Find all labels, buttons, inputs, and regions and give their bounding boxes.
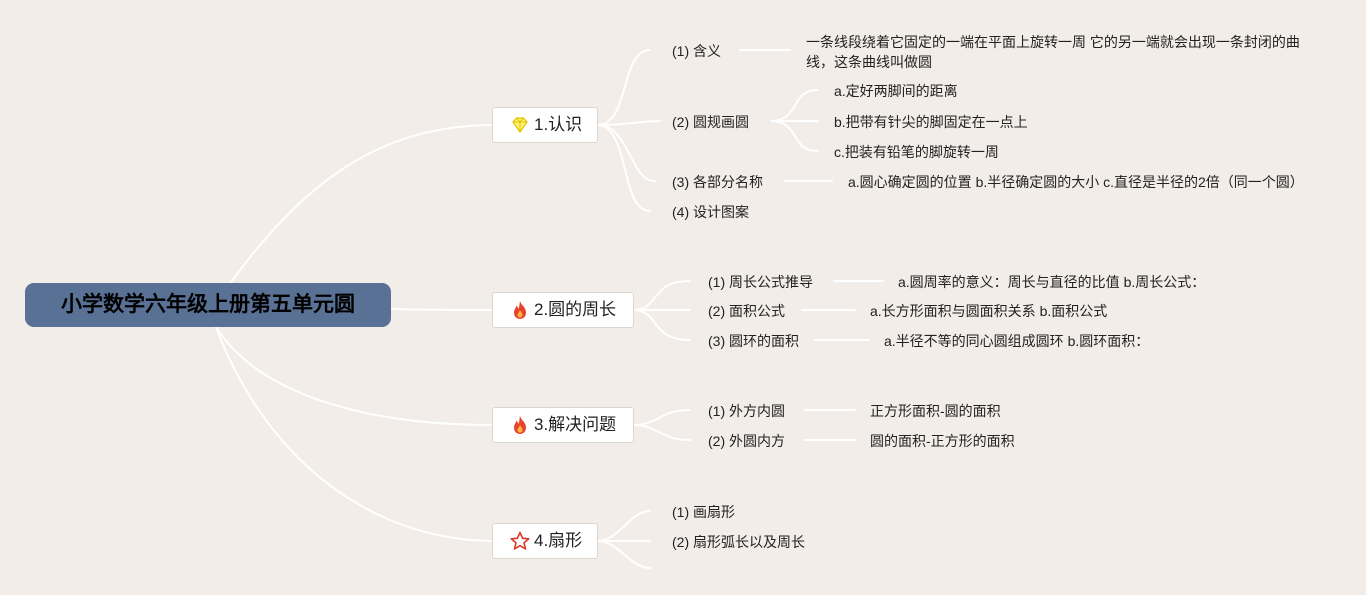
compass-step: b.把带有针尖的脚固定在一点上 bbox=[834, 114, 1028, 130]
topic-recognize[interactable]: 1.认识 bbox=[492, 107, 598, 143]
detail-outer-circle: 圆的面积-正方形的面积 bbox=[870, 433, 1015, 449]
fire-icon bbox=[509, 414, 531, 436]
compass-step: a.定好两脚间的距离 bbox=[834, 83, 958, 99]
detail-ring-area: a.半径不等的同心圆组成圆环 b.圆环面积： bbox=[884, 333, 1150, 349]
star-icon bbox=[509, 530, 531, 552]
fire-icon bbox=[509, 299, 531, 321]
diamond-icon bbox=[509, 114, 531, 136]
detail-formula-derivation: a.圆周率的意义：周长与直径的比值 b.周长公式： bbox=[898, 274, 1206, 290]
compass-step: c.把装有铅笔的脚旋转一周 bbox=[834, 144, 999, 160]
topic-sector[interactable]: 4.扇形 bbox=[492, 523, 598, 559]
detail-outer-square: 正方形面积-圆的面积 bbox=[870, 403, 1001, 419]
detail-area-formula: a.长方形面积与圆面积关系 b.面积公式 bbox=[870, 303, 1108, 319]
item-ring-area[interactable]: (3) 圆环的面积 bbox=[708, 333, 799, 349]
detail-meaning: 一条线段绕着它固定的一端在平面上旋转一周 它的另一端就会出现一条封闭的曲线，这条… bbox=[806, 34, 1300, 70]
item-outer-square[interactable]: (1) 外方内圆 bbox=[708, 403, 785, 419]
item-area-formula[interactable]: (2) 面积公式 bbox=[708, 303, 785, 319]
item-meaning[interactable]: (1) 含义 bbox=[672, 43, 721, 59]
item-formula-derivation[interactable]: (1) 周长公式推导 bbox=[708, 274, 813, 290]
item-compass-drawing[interactable]: (2) 圆规画圆 bbox=[672, 114, 749, 130]
topic-label: 3.解决问题 bbox=[534, 415, 617, 434]
topic-label: 1.认识 bbox=[534, 115, 583, 134]
item-draw-sector[interactable]: (1) 画扇形 bbox=[672, 504, 735, 520]
item-design-pattern[interactable]: (4) 设计图案 bbox=[672, 204, 749, 220]
item-part-names[interactable]: (3) 各部分名称 bbox=[672, 174, 763, 190]
item-outer-circle[interactable]: (2) 外圆内方 bbox=[708, 433, 785, 449]
topic-label: 2.圆的周长 bbox=[534, 300, 617, 319]
topic-problem-solving[interactable]: 3.解决问题 bbox=[492, 407, 634, 443]
detail-part-names: a.圆心确定圆的位置 b.半径确定圆的大小 c.直径是半径的2倍（同一个圆） bbox=[848, 174, 1304, 190]
topic-label: 4.扇形 bbox=[534, 531, 583, 550]
root-topic[interactable]: 小学数学六年级上册第五单元圆 bbox=[25, 283, 391, 327]
topic-circumference[interactable]: 2.圆的周长 bbox=[492, 292, 634, 328]
item-sector-arc[interactable]: (2) 扇形弧长以及周长 bbox=[672, 534, 805, 550]
